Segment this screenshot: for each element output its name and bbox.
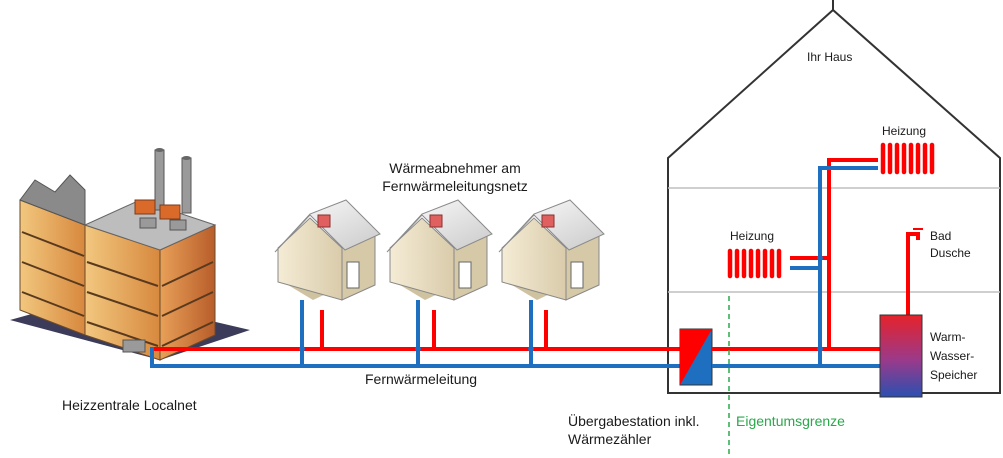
consumer-house-1 [274, 199, 381, 301]
consumer-house-3 [498, 199, 605, 301]
house-label: Ihr Haus [807, 50, 853, 64]
your-house-outline [667, 0, 1001, 394]
transfer-station [679, 328, 713, 386]
consumer-house-2 [386, 199, 493, 301]
consumers-label-line1: Wärmeabnehmer am [389, 160, 521, 176]
storage-label-line1: Warm- [930, 330, 966, 344]
heating-top-label: Heizung [882, 124, 927, 138]
storage-label-line3: Speicher [930, 368, 978, 382]
heating-plant-illustration [10, 148, 250, 361]
transfer-station-label-line2: Wärmezähler [568, 431, 652, 447]
radiator-top [880, 142, 935, 175]
heating-middle-label: Heizung [730, 229, 775, 243]
radiator-middle [727, 248, 782, 279]
bath-label-line2: Dusche [930, 246, 971, 260]
house-piping [712, 158, 923, 368]
storage-label-line2: Wasser- [930, 349, 975, 363]
heating-plant-label: Heizzentrale Localnet [62, 397, 197, 413]
bath-label-line1: Bad [930, 229, 952, 243]
district-heating-pipeline [150, 300, 680, 368]
hot-water-storage-tank [879, 314, 923, 398]
property-boundary-label: Eigentumsgrenze [736, 413, 845, 429]
consumers-label-line2: Fernwärmeleitungsnetz [382, 178, 528, 194]
pipeline-label: Fernwärmeleitung [365, 371, 478, 387]
transfer-station-label-line1: Übergabestation inkl. [568, 413, 700, 429]
